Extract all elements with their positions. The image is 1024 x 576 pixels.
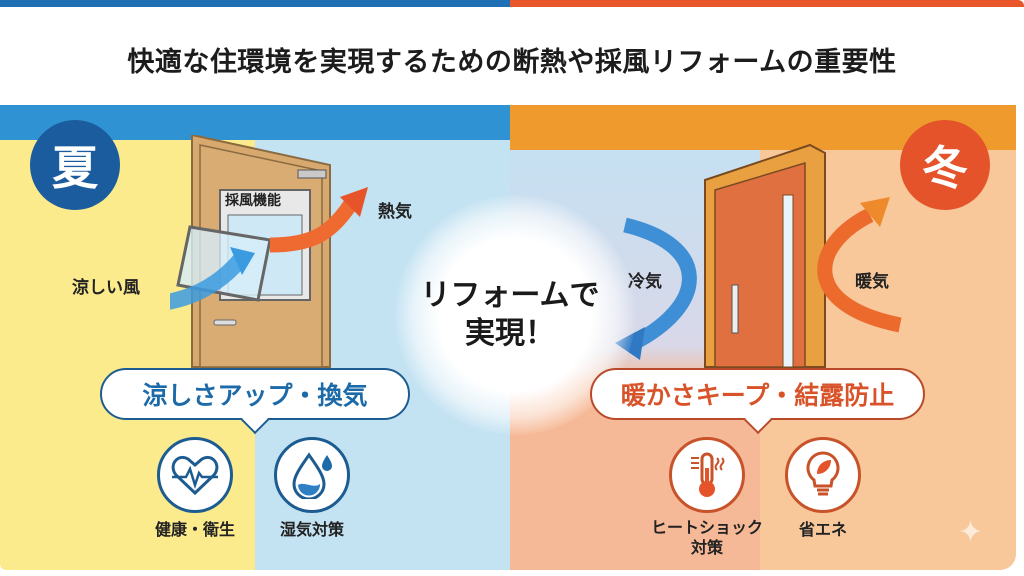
hot-air-label: 熱気: [378, 202, 412, 222]
heart-pulse-icon: [157, 437, 233, 513]
water-drop-icon: [274, 437, 350, 513]
lightbulb-leaf-icon: [785, 437, 861, 513]
top-stripe-winter: [510, 0, 1024, 7]
warm-air-label: 暖気: [855, 272, 889, 292]
summer-benefit-bubble: 涼しさアップ・換気: [100, 368, 410, 420]
icon-label: 健康・衛生: [154, 520, 235, 539]
icon-label: 省エネ: [798, 520, 847, 539]
summer-door-illustration: [170, 135, 368, 368]
cool-breeze-label: 涼しい風: [72, 278, 140, 298]
winter-benefit-bubble: 暖かさキープ・結露防止: [590, 368, 925, 420]
cold-air-label: 冷気: [628, 272, 662, 292]
center-message: リフォームで 実現！: [380, 277, 640, 353]
door-feature-label: 採風機能: [225, 193, 281, 209]
summer-badge: 夏: [30, 120, 120, 210]
top-stripe-summer: [0, 0, 510, 7]
icon-label-line-1: ヒートショック: [650, 518, 763, 537]
center-line-2: 実現！: [465, 316, 555, 351]
center-line-1: リフォームで: [420, 278, 600, 313]
thermometer-icon: [669, 437, 745, 513]
infographic-panel: 採風機能 熱気 涼しい風 冷気 暖気 リフォームで 実現！ 夏 冬 涼しさアップ…: [0, 105, 1016, 570]
icon-label: 湿気対策: [279, 520, 344, 539]
winter-door-illustration: [615, 143, 902, 368]
page-title: 快適な住環境を実現するための断熱や採風リフォームの重要性: [127, 47, 897, 78]
winter-badge: 冬: [900, 120, 990, 210]
icon-label: ヒートショック 対策: [637, 518, 777, 558]
icon-label-line-2: 対策: [690, 538, 723, 557]
sparkle-icon: ✦: [958, 515, 984, 550]
